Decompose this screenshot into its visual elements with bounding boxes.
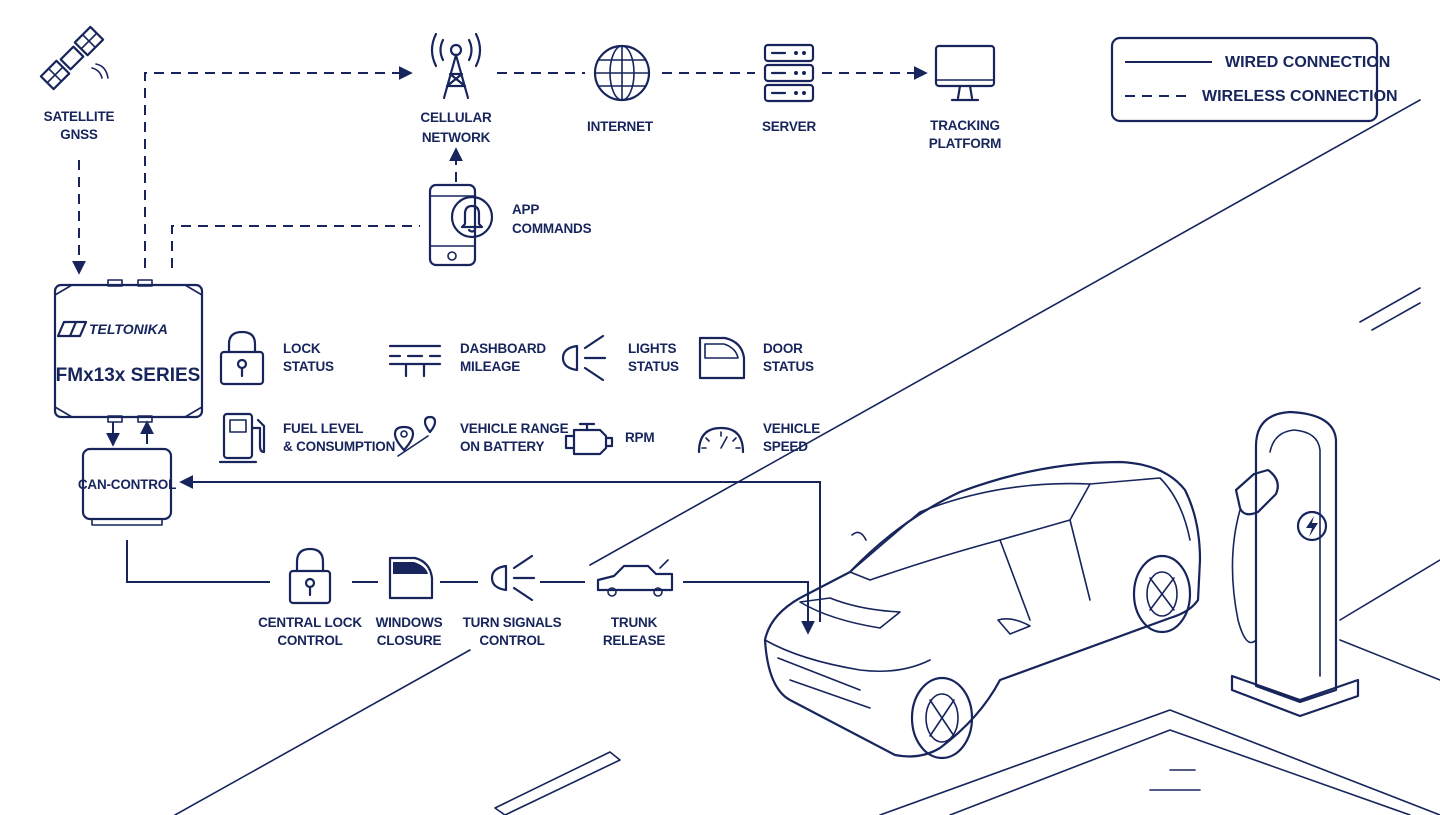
- control-turn-label-2: CONTROL: [479, 633, 544, 648]
- server-icon: [763, 43, 815, 103]
- feature-lights-label-2: STATUS: [628, 359, 679, 374]
- tracking-label-1: TRACKING: [930, 118, 1000, 133]
- satellite-signal-icon: [91, 63, 109, 79]
- device-box: TELTONIKA FMx13x SERIES: [53, 279, 204, 423]
- server-label: SERVER: [762, 119, 817, 134]
- cell-tower-icon: [430, 32, 482, 100]
- can-control-label: CAN-CONTROL: [78, 477, 176, 492]
- internet-label: INTERNET: [587, 119, 654, 134]
- legend-wired-label: WIRED CONNECTION: [1225, 54, 1390, 71]
- monitor-icon: [934, 44, 996, 102]
- feature-lock-label-2: STATUS: [283, 359, 334, 374]
- device-brand: TELTONIKA: [89, 321, 168, 337]
- range-pin-icon: [393, 415, 437, 457]
- feature-range-label-2: ON BATTERY: [460, 439, 544, 454]
- feature-dashboard-label-1: DASHBOARD: [460, 341, 546, 356]
- wireless-links: [72, 66, 928, 275]
- can-control-box: CAN-CONTROL: [78, 447, 176, 526]
- feature-fuel-label-2: & CONSUMPTION: [283, 439, 395, 454]
- wire-to-car: [683, 581, 815, 635]
- wire-can-chain: [126, 540, 270, 583]
- tracking-label-2: PLATFORM: [929, 136, 1001, 151]
- feature-lights-label-1: LIGHTS: [628, 341, 676, 356]
- window-icon: [388, 556, 434, 600]
- car-trunk-icon: [596, 559, 674, 597]
- device-series: FMx13x SERIES: [56, 365, 201, 386]
- control-windows-label-1: WINDOWS: [376, 615, 443, 630]
- legend-wireless-label: WIRELESS CONNECTION: [1202, 88, 1398, 105]
- phone-icon: [428, 183, 494, 267]
- charging-station-illustration: [1230, 410, 1360, 718]
- satellite-icon: [39, 25, 105, 91]
- fuel-pump-icon: [218, 412, 266, 464]
- control-windows-label-2: CLOSURE: [377, 633, 442, 648]
- control-lock-label-2: CONTROL: [277, 633, 342, 648]
- car-feedback-line: [179, 475, 821, 622]
- control-trunk-label-2: RELEASE: [603, 633, 666, 648]
- car-illustration: [763, 460, 1202, 760]
- cellular-label-2: NETWORK: [422, 130, 491, 145]
- legend: WIRED CONNECTION WIRELESS CONNECTION: [1110, 36, 1398, 123]
- globe-icon: [593, 44, 651, 102]
- engine-icon: [564, 422, 614, 456]
- control-lock-label-1: CENTRAL LOCK: [258, 615, 362, 630]
- dashboard-icon: [388, 344, 442, 378]
- teltonika-logo-icon: [56, 320, 88, 338]
- feature-door-label-1: DOOR: [763, 341, 803, 356]
- satellite-label-1: SATELLITE: [44, 109, 115, 124]
- feature-lock-label-1: LOCK: [283, 341, 321, 356]
- feature-speed-label-1: VEHICLE: [763, 421, 820, 436]
- lock-icon: [219, 330, 265, 386]
- control-turn-label-1: TURN SIGNALS: [463, 615, 562, 630]
- cellular-label-1: CELLULAR: [420, 110, 492, 125]
- road-lines: [174, 99, 1440, 815]
- car-door-icon: [698, 336, 746, 380]
- feature-fuel-label-1: FUEL LEVEL: [283, 421, 363, 436]
- app-label-1: APP: [512, 202, 539, 217]
- satellite-label-2: GNSS: [60, 127, 98, 142]
- feature-rpm-label: RPM: [625, 430, 654, 445]
- feature-range-label-1: VEHICLE RANGE: [460, 421, 569, 436]
- feature-door-label-2: STATUS: [763, 359, 814, 374]
- turn-signal-icon: [490, 554, 536, 602]
- speedometer-icon: [697, 426, 745, 454]
- app-label-2: COMMANDS: [512, 221, 592, 236]
- headlight-icon: [561, 334, 607, 382]
- feature-dashboard-label-2: MILEAGE: [460, 359, 520, 374]
- central-lock-icon: [288, 547, 332, 605]
- control-trunk-label-1: TRUNK: [611, 615, 658, 630]
- feature-speed-label-2: SPEED: [763, 439, 808, 454]
